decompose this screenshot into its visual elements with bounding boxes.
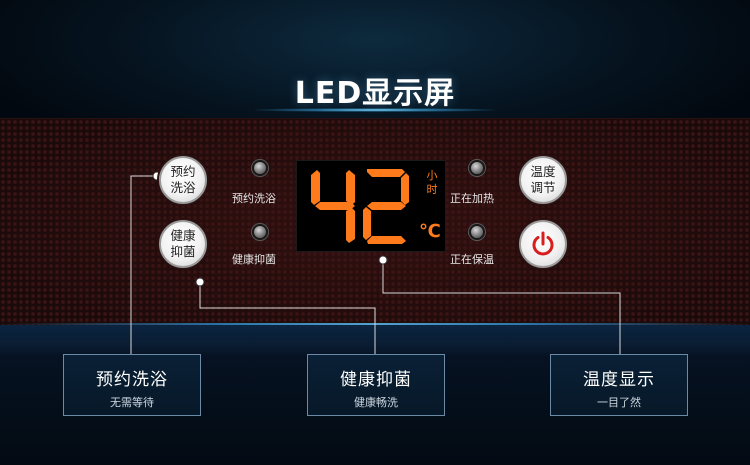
led-display: 小时 ℃ (296, 160, 446, 252)
digit-4-seg-g (315, 202, 355, 210)
title-underline-glow (255, 108, 495, 112)
digit-2-seg-d (367, 236, 406, 244)
health-sterilize-button[interactable]: 健康抑菌 (159, 220, 207, 268)
reserve-indicator-led (252, 160, 268, 176)
info-title-health: 健康抑菌 (340, 370, 412, 390)
info-subtitle-temperature: 一目了然 (597, 396, 641, 409)
display-digits (311, 169, 409, 244)
digit-2-seg-g (367, 202, 406, 210)
info-box-health: 健康抑菌 健康畅洗 (307, 354, 445, 416)
reserve-bath-button-label: 预约洗浴 (170, 164, 196, 195)
display-unit-hour: 小时 (426, 169, 438, 196)
keep-warm-indicator-led (469, 224, 485, 240)
power-icon (532, 231, 554, 256)
info-box-temperature: 温度显示 一目了然 (550, 354, 688, 416)
info-box-reserve: 预约洗浴 无需等待 (63, 354, 201, 416)
temperature-adjust-button-label: 温度调节 (530, 164, 556, 195)
digit-4-seg-c (346, 208, 355, 243)
digit-2-seg-e (363, 207, 371, 240)
health-sterilize-button-label: 健康抑菌 (170, 228, 196, 259)
info-title-reserve: 预约洗浴 (96, 370, 168, 390)
health-indicator-led (252, 224, 268, 240)
info-subtitle-health: 健康畅洗 (354, 396, 398, 409)
digit-2-seg-a (367, 169, 405, 177)
header-background (0, 0, 750, 120)
connector-dot-health (195, 277, 205, 287)
keep-warm-indicator-label: 正在保温 (450, 253, 494, 266)
reserve-bath-button[interactable]: 预约洗浴 (159, 156, 207, 204)
connector-dot-display (378, 255, 388, 265)
health-indicator-label: 健康抑菌 (232, 253, 276, 266)
display-unit-celsius: ℃ (419, 221, 441, 242)
digit-4-seg-b (346, 170, 355, 205)
digit-4-seg-f (311, 170, 320, 205)
temperature-adjust-button[interactable]: 温度调节 (519, 156, 567, 204)
info-title-temperature: 温度显示 (583, 370, 655, 390)
digit-2-seg-b (401, 173, 409, 205)
page-title: LED显示屏 (294, 76, 456, 111)
heating-indicator-label: 正在加热 (450, 192, 494, 205)
power-button[interactable] (519, 220, 567, 268)
heating-indicator-led (469, 160, 485, 176)
reserve-indicator-label: 预约洗浴 (232, 192, 276, 205)
info-subtitle-reserve: 无需等待 (110, 396, 154, 409)
control-panel (0, 118, 750, 328)
